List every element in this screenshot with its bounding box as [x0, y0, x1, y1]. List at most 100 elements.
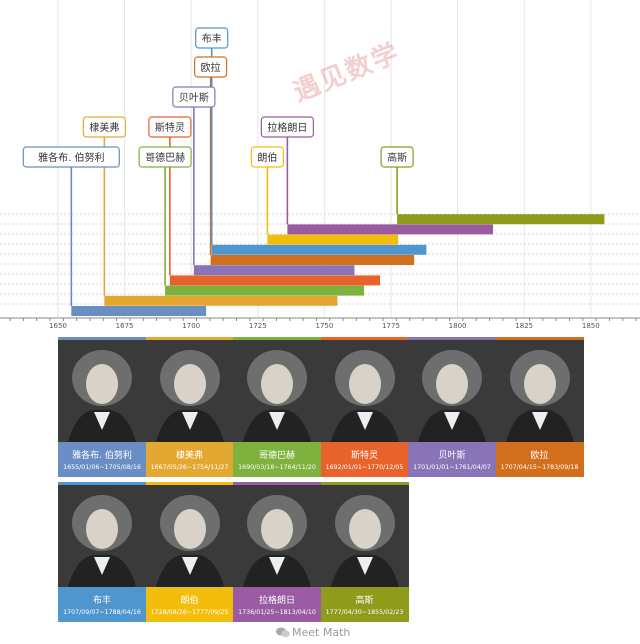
card-color-bar	[233, 337, 321, 340]
card-color-bar	[320, 482, 409, 485]
portrait-card: 哥德巴赫 1690/03/18~1764/11/20	[233, 337, 321, 477]
card-caption: 雅各布. 伯努利 1655/01/06~1705/08/16	[58, 442, 146, 477]
portrait-image	[145, 340, 234, 442]
card-color-bar	[233, 482, 321, 485]
card-name: 高斯	[355, 596, 374, 606]
portrait-image	[408, 340, 496, 442]
portrait-card: 拉格朗日 1736/01/25~1813/04/10	[233, 482, 321, 622]
card-dates: 1655/01/06~1705/08/16	[63, 464, 141, 471]
name-label: 拉格朗日	[267, 121, 307, 134]
lifespan-bar	[193, 265, 355, 276]
lifespan-bar	[211, 244, 427, 255]
card-color-bar	[58, 337, 146, 340]
card-name: 雅各布. 伯努利	[72, 451, 132, 461]
lifespan-bar	[104, 295, 338, 306]
name-label: 斯特灵	[155, 121, 185, 134]
card-color-bar	[58, 482, 146, 485]
card-name: 拉格朗日	[258, 596, 295, 606]
card-color-bar	[320, 337, 409, 340]
footer-brand: Meet Math	[292, 626, 351, 639]
lifespan-bars	[71, 214, 605, 316]
axis-tick-label: 1775	[382, 322, 400, 330]
lifespan-bar	[71, 306, 207, 316]
name-label: 雅各布. 伯努利	[38, 151, 104, 164]
name-label: 布丰	[202, 32, 222, 45]
name-label-box	[82, 116, 126, 138]
lifespan-bar	[287, 224, 494, 235]
axis-tick-label: 1850	[582, 322, 600, 330]
card-dates: 1707/09/07~1788/04/16	[63, 609, 141, 616]
card-caption: 高斯 1777/04/30~1855/02/23	[320, 587, 409, 622]
card-color-bar	[495, 337, 584, 340]
portrait-card: 贝叶斯 1701/01/01~1761/04/07	[408, 337, 496, 477]
card-color-bar	[145, 482, 234, 485]
card-name: 贝叶斯	[438, 451, 466, 461]
portrait-card: 棣美弗 1667/05/26~1754/11/27	[145, 337, 234, 477]
axis-tick-label: 1825	[515, 322, 533, 330]
name-label-box	[260, 116, 314, 138]
card-name: 布丰	[92, 596, 111, 606]
axis-tick-label: 1725	[249, 322, 267, 330]
card-name: 朗伯	[180, 596, 199, 606]
card-color-bar	[145, 337, 234, 340]
name-label: 欧拉	[201, 61, 221, 74]
card-dates: 1690/03/18~1764/11/20	[238, 464, 316, 471]
portrait-card: 雅各布. 伯努利 1655/01/06~1705/08/16	[58, 337, 146, 477]
lifespan-bar	[165, 285, 365, 296]
card-dates: 1692/01/01~1770/12/05	[325, 464, 404, 471]
card-name: 棣美弗	[175, 451, 203, 461]
card-dates: 1667/05/26~1754/11/27	[150, 464, 229, 471]
card-dates: 1701/01/01~1761/04/07	[413, 464, 491, 471]
portrait-card: 高斯 1777/04/30~1855/02/23	[320, 482, 409, 622]
name-label-box	[148, 116, 192, 138]
card-caption: 欧拉 1707/04/15~1783/09/18	[495, 442, 584, 477]
lifespan-bar	[169, 275, 381, 286]
portrait-image	[145, 485, 234, 587]
portrait-image	[233, 485, 321, 587]
portrait-image	[58, 485, 146, 587]
name-label: 棣美弗	[89, 121, 119, 134]
lifespan-bar	[267, 234, 399, 245]
card-caption: 朗伯 1728/08/26~1777/09/25	[145, 587, 234, 622]
name-label-box	[380, 146, 414, 168]
portrait-card: 欧拉 1707/04/15~1783/09/18	[495, 337, 584, 477]
card-caption: 棣美弗 1667/05/26~1754/11/27	[145, 442, 234, 477]
axis-tick-label: 1700	[182, 322, 200, 330]
card-dates: 1707/04/15~1783/09/18	[500, 464, 579, 471]
card-color-bar	[408, 337, 496, 340]
wechat-icon	[276, 627, 290, 638]
portrait-image	[58, 340, 146, 442]
card-caption: 拉格朗日 1736/01/25~1813/04/10	[233, 587, 321, 622]
card-name: 欧拉	[530, 451, 549, 461]
name-label: 贝叶斯	[179, 91, 209, 104]
name-label-box	[250, 146, 284, 168]
footer: Meet Math	[0, 620, 640, 644]
name-label-box	[172, 86, 216, 108]
name-label-box	[195, 27, 229, 49]
name-label-box	[138, 146, 192, 168]
card-name: 哥德巴赫	[258, 451, 295, 461]
name-label-box	[194, 56, 228, 78]
card-dates: 1728/08/26~1777/09/25	[150, 609, 229, 616]
name-label: 哥德巴赫	[145, 151, 185, 164]
axis-tick-label: 1750	[315, 322, 333, 330]
axis-tick-label: 1675	[116, 322, 134, 330]
card-caption: 哥德巴赫 1690/03/18~1764/11/20	[233, 442, 321, 477]
portrait-card: 朗伯 1728/08/26~1777/09/25	[145, 482, 234, 622]
portrait-image	[233, 340, 321, 442]
name-label-box	[22, 146, 120, 168]
name-label: 朗伯	[257, 151, 277, 164]
card-caption: 布丰 1707/09/07~1788/04/16	[58, 587, 146, 622]
portrait-image	[320, 485, 409, 587]
card-dates: 1736/01/25~1813/04/10	[238, 609, 316, 616]
card-dates: 1777/04/30~1855/02/23	[325, 609, 404, 616]
card-caption: 斯特灵 1692/01/01~1770/12/05	[320, 442, 409, 477]
axis-tick-label: 1650	[49, 322, 67, 330]
lifespan-bar	[210, 255, 415, 265]
card-name: 斯特灵	[350, 451, 378, 461]
portrait-image	[320, 340, 409, 442]
portrait-image	[495, 340, 584, 442]
